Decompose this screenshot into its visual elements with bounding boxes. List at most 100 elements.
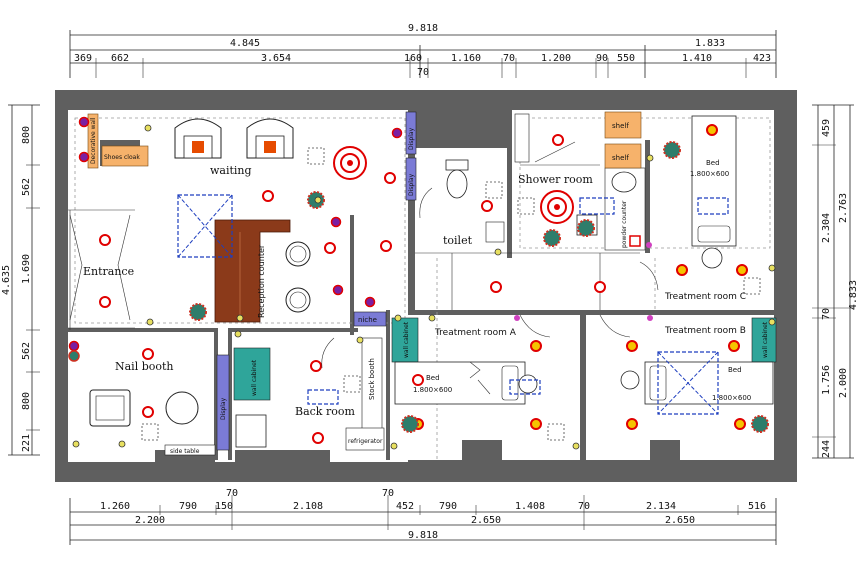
dim-left-seg: 800 <box>21 392 32 410</box>
vent-icon <box>509 379 541 395</box>
bed-c <box>691 115 737 247</box>
shelf-label: shelf <box>612 122 629 130</box>
ceiling-light-icon <box>262 190 274 202</box>
bed-a-label: Bed <box>426 374 440 382</box>
sensors <box>72 124 776 450</box>
dim-top-seg: 1.200 <box>541 53 571 64</box>
outlet-icon <box>629 235 641 247</box>
dim-top-right-group: 1.833 <box>695 38 725 49</box>
aircon-icon <box>657 351 719 415</box>
dim-top-seg: 70 <box>503 53 515 64</box>
speaker-icon <box>743 277 761 295</box>
refrigerator <box>345 427 385 451</box>
plant-icon <box>543 229 561 247</box>
dim-top-sub: 70 <box>417 67 429 78</box>
room-label-treatment-b: Treatment room B <box>664 326 746 336</box>
sensor-icon <box>72 440 80 448</box>
ceiling-light-icon <box>99 296 111 308</box>
reception-counter <box>214 219 291 323</box>
dim-bottom-seg: 2.108 <box>293 501 323 512</box>
plant-icon <box>401 415 419 433</box>
vent-icon <box>307 389 339 405</box>
dim-right-seg: 459 <box>821 119 832 137</box>
ceiling-light-icon <box>412 374 424 386</box>
bed-a-size: 1.800×600 <box>413 386 452 394</box>
shelf-label: shelf <box>612 154 629 162</box>
bed-c-label: Bed <box>706 159 720 167</box>
nail-chair <box>89 389 131 427</box>
shelf <box>604 143 642 169</box>
display-panel <box>405 111 417 155</box>
dim-bottom-70: 70 <box>226 488 238 499</box>
plant-icon <box>751 415 769 433</box>
dim-top-seg: 662 <box>111 53 129 64</box>
dim-top-seg: 423 <box>753 53 771 64</box>
ceiling-light-icon <box>490 281 502 293</box>
sensor-icon <box>146 318 154 326</box>
wall-cabinet <box>233 347 271 401</box>
dim-right-seg: 1.756 <box>821 365 832 395</box>
dim-left-total: 4.635 <box>1 265 12 295</box>
stool <box>701 247 723 269</box>
sensor-icon <box>314 196 322 204</box>
dim-bottom-70: 70 <box>382 488 394 499</box>
display-label: Display <box>408 173 415 196</box>
dim-left-seg: 562 <box>21 178 32 196</box>
armchair <box>246 118 294 159</box>
ceiling-light-icon <box>594 281 606 293</box>
shoes-cloak-label: Shoes cloak <box>104 154 140 161</box>
shower-door <box>520 141 600 166</box>
ceiling-light-icon <box>142 406 154 418</box>
dim-top-left-group: 4.845 <box>230 38 260 49</box>
ceiling-light-icon <box>481 200 493 212</box>
sensor-icon <box>394 314 402 322</box>
stool <box>620 370 640 390</box>
sensor-icon <box>572 442 580 450</box>
dim-bottom-seg: 516 <box>748 501 766 512</box>
stool <box>285 287 311 313</box>
sensor-icon <box>646 154 654 162</box>
powder-counter-label: powder counter <box>621 200 628 248</box>
shower-bench <box>514 113 530 163</box>
sensor-icon <box>234 330 242 338</box>
downlight-icon <box>676 264 688 276</box>
speaker-icon <box>547 423 565 441</box>
dim-bottom-group: 2.650 <box>471 515 501 526</box>
downlight-icon <box>530 340 542 352</box>
armchair <box>174 118 222 159</box>
room-label-back-room: Back room <box>295 405 355 418</box>
vent-icon <box>579 197 615 215</box>
dim-bottom-seg: 2.134 <box>646 501 676 512</box>
toilet-sink <box>485 221 505 243</box>
pendant-light-icon <box>333 146 367 180</box>
wall-cabinet-label: wall cabinet <box>251 359 258 396</box>
reception-counter-label: Reception counter <box>257 244 266 318</box>
dim-bottom-seg: 452 <box>396 501 414 512</box>
spotlight-icon <box>332 284 344 296</box>
decorative-wall <box>87 113 99 169</box>
sensor-icon <box>390 442 398 450</box>
room-label-toilet: toilet <box>443 234 473 247</box>
speaker-icon <box>517 197 535 215</box>
sensor-icon <box>428 314 436 322</box>
dim-bottom-seg: 150 <box>215 501 233 512</box>
dim-right-seg: 244 <box>821 440 832 458</box>
door-swings <box>321 187 659 369</box>
dim-left-seg: 221 <box>21 434 32 452</box>
ceiling-light-icon <box>380 240 392 252</box>
dim-bottom-70: 70 <box>578 501 590 512</box>
plant-icon <box>577 219 595 237</box>
speaker-icon <box>307 147 325 165</box>
dim-left-seg: 800 <box>21 126 32 144</box>
dim-top-seg: 550 <box>617 53 635 64</box>
dim-bottom-seg: 790 <box>179 501 197 512</box>
dim-right-seg: 70 <box>821 308 832 320</box>
left-dimensions: 4.635 800 562 1.690 562 800 221 <box>1 104 40 456</box>
spotlight-icon <box>78 116 90 128</box>
decorative-wall-label: Decorative wall <box>90 117 97 164</box>
building-walls <box>55 90 797 482</box>
dim-bottom-total: 9.818 <box>408 530 438 541</box>
vent-icon <box>697 197 729 215</box>
room-label-treatment-a: Treatment room A <box>434 328 517 338</box>
dim-top-seg: 3.654 <box>261 53 291 64</box>
